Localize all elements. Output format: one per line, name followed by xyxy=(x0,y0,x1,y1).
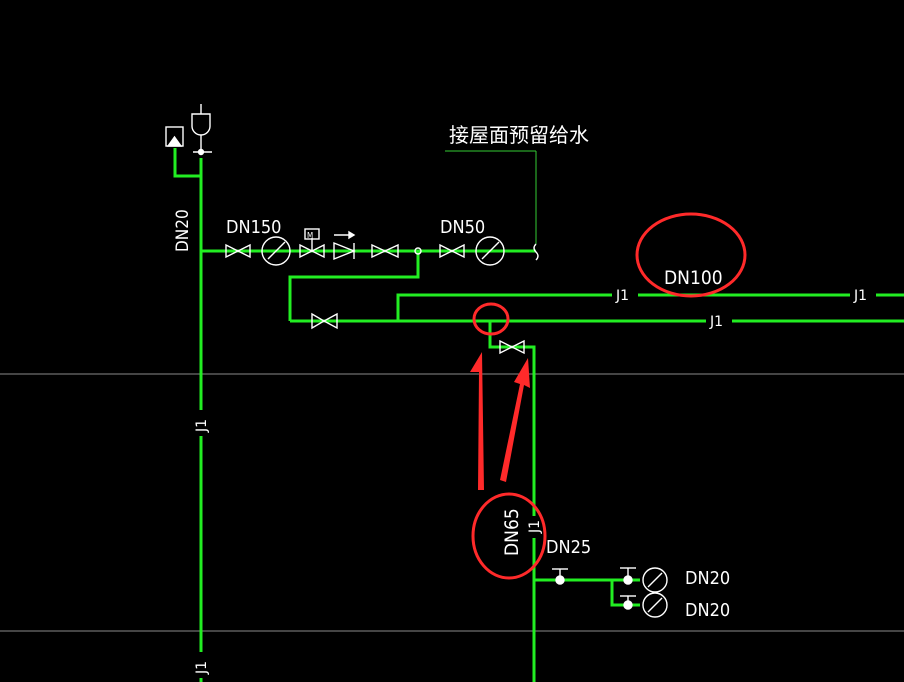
dn65-label: DN65 xyxy=(501,508,523,556)
markup-circle-dn100 xyxy=(635,212,747,298)
pipe-network xyxy=(173,148,904,682)
bypass-gate-valve xyxy=(311,312,338,330)
dn150-label: DN150 xyxy=(226,217,282,238)
air-release-valve xyxy=(165,126,184,147)
dn50-label: DN50 xyxy=(440,217,485,238)
check-valve xyxy=(333,230,356,261)
gate-valve-4 xyxy=(439,243,465,259)
gate-valve-3 xyxy=(371,243,399,259)
dn25-label: DN25 xyxy=(546,537,591,558)
pipe-label-j1: J1 xyxy=(194,419,210,433)
pipe-label-j1: J1 xyxy=(709,314,723,330)
red-markups xyxy=(471,212,747,580)
gate-valve-1 xyxy=(225,243,251,259)
pipe-label-j1: J1 xyxy=(853,288,867,304)
pressure-gauge-2 xyxy=(475,236,505,266)
markup-arrow-left xyxy=(470,352,484,490)
gauge-dn20-upper xyxy=(620,567,668,593)
pipe-label-j1: J1 xyxy=(194,661,210,675)
pipe-label-j1: J1 xyxy=(527,520,543,534)
gauge-dn20-lower xyxy=(620,592,668,618)
stop-valve-dn25 xyxy=(552,568,568,585)
pipe-j1-upper xyxy=(396,293,904,321)
exhaust-valve xyxy=(191,104,212,156)
junction-node xyxy=(414,247,422,255)
roof-note-leader xyxy=(445,150,537,244)
markup-arrow-right xyxy=(500,358,530,482)
dn20-label-lower: DN20 xyxy=(685,600,730,621)
dn20-label-upper: DN20 xyxy=(685,568,730,589)
fittings xyxy=(165,104,668,618)
bypass-loop xyxy=(288,251,420,321)
dn20-riser-label: DN20 xyxy=(173,209,193,252)
motorized-valve xyxy=(299,228,325,259)
pipe-label-j1: J1 xyxy=(615,288,629,304)
air-valve-branch xyxy=(173,148,201,178)
markup-circle-junction xyxy=(472,302,510,336)
dn100-label: DN100 xyxy=(664,267,723,289)
red-arrows xyxy=(470,352,530,490)
branch-gate-valve xyxy=(499,339,525,355)
markup-circle-dn65 xyxy=(471,492,547,580)
pressure-gauge-1 xyxy=(261,236,291,266)
label-gaps xyxy=(194,287,876,678)
meter-mark: M xyxy=(307,231,313,240)
grid-lines xyxy=(0,373,904,632)
pipe-end-symbol xyxy=(533,243,539,261)
roof-note-label: 接屋面预留给水 xyxy=(449,123,589,147)
